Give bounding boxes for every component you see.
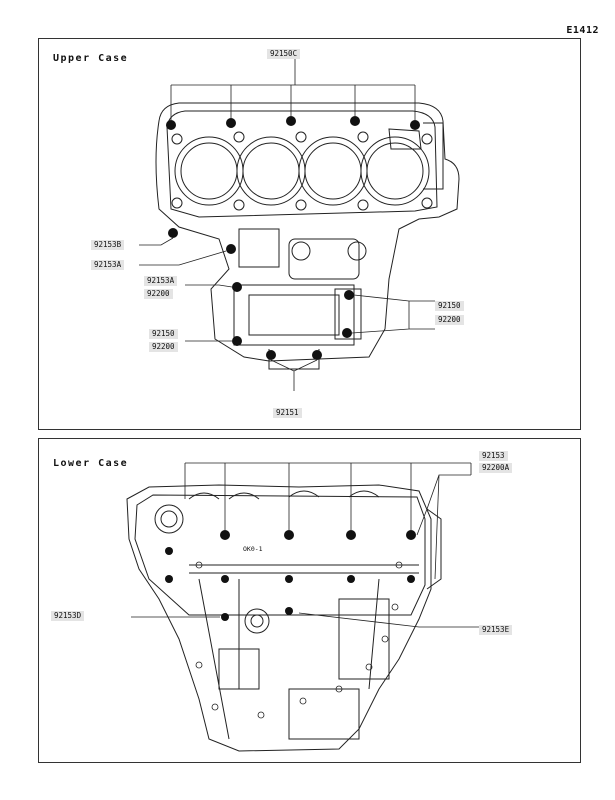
part-label-92153a-2: 92153A — [144, 276, 178, 286]
page-code: E1412 — [566, 25, 599, 36]
upper-case-title: Upper Case — [53, 53, 129, 64]
casting-stamp: OK0-1 — [243, 545, 263, 553]
upper-case-drawing — [139, 59, 460, 391]
lower-part-label-92200a: 92200A — [479, 463, 513, 473]
part-label-92153a: 92153A — [91, 260, 125, 270]
lower-part-label-92153e: 92153E — [479, 625, 513, 635]
lower-case-title: Lower Case — [53, 458, 129, 469]
lower-case-drawing — [126, 462, 479, 752]
part-label-92200: 92200 — [144, 289, 173, 299]
part-label-92151: 92151 — [273, 408, 302, 418]
part-label-92200-2: 92200 — [149, 342, 178, 352]
part-label-92153b: 92153B — [91, 240, 125, 250]
part-label-92150: 92150 — [149, 329, 178, 339]
part-label-92200-right: 92200 — [435, 315, 464, 325]
lower-part-label-92153: 92153 — [479, 451, 508, 461]
upper-case-panel: Upper Case — [38, 38, 581, 430]
lower-case-panel: Lower Case — [38, 438, 581, 763]
part-label-92150-right: 92150 — [435, 301, 464, 311]
part-label-92150c: 92150C — [267, 49, 301, 59]
lower-part-label-92153d: 92153D — [51, 611, 85, 621]
